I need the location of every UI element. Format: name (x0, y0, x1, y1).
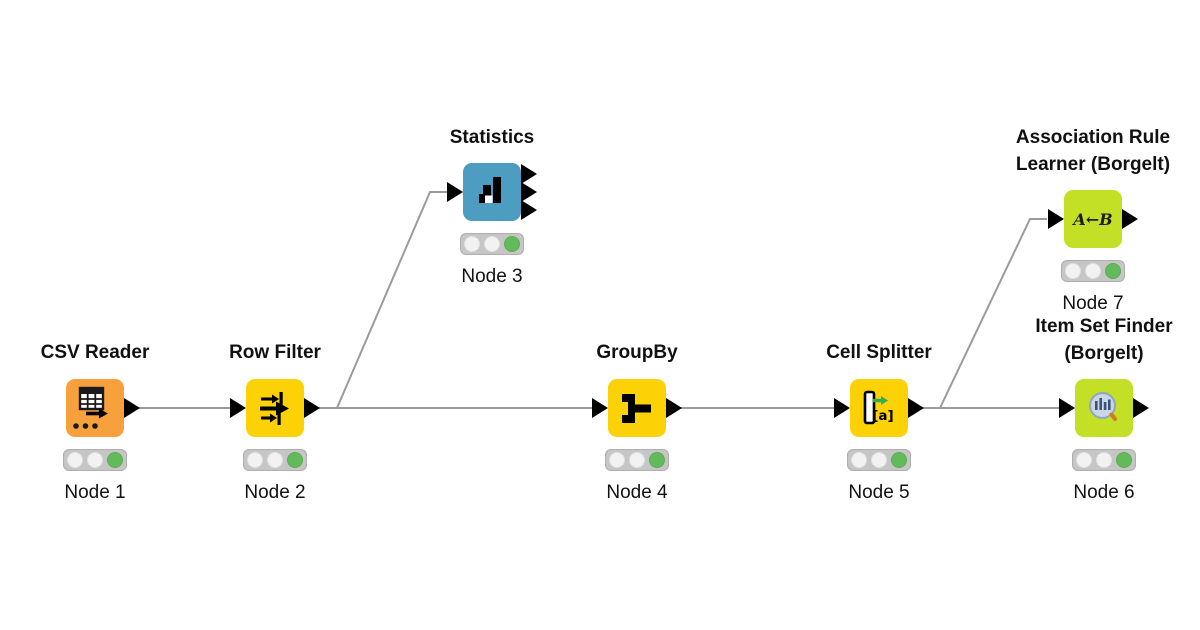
cell-splitter-icon-text: [a] (872, 408, 893, 424)
output-port[interactable] (1122, 209, 1138, 229)
status-dot-executed (649, 452, 665, 468)
node-annotation[interactable]: Node 3 (461, 266, 523, 287)
input-port[interactable] (230, 398, 246, 418)
status-traffic-light (1072, 449, 1136, 471)
status-dot-configured (87, 452, 103, 468)
node-title: Item Set Finder (Borgelt) (1035, 316, 1173, 364)
node-body[interactable] (592, 379, 682, 437)
node-title: CSV Reader (40, 342, 150, 363)
statistics-histogram-icon (479, 177, 501, 203)
status-dot-configured (267, 452, 283, 468)
node-body[interactable] (230, 379, 320, 437)
status-dot-executed (891, 452, 907, 468)
status-traffic-light (63, 449, 127, 471)
output-port[interactable] (124, 398, 140, 418)
input-port[interactable] (1059, 398, 1075, 418)
cell-splitter-icon: [a] (863, 390, 894, 425)
node-body[interactable] (1059, 379, 1149, 437)
node-body[interactable] (66, 379, 140, 437)
status-dot-configured (1096, 452, 1112, 468)
status-dot-idle (1076, 452, 1092, 468)
node-annotation[interactable]: Node 4 (606, 482, 668, 503)
node-body[interactable]: [a] (834, 379, 924, 437)
status-dot-idle (247, 452, 263, 468)
status-dot-idle (67, 452, 83, 468)
node-annotation[interactable]: Node 1 (64, 482, 126, 503)
output-port-2[interactable] (521, 182, 537, 202)
node-annotation[interactable]: Node 2 (244, 482, 306, 503)
status-traffic-light (605, 449, 669, 471)
node-annotation[interactable]: Node 6 (1073, 482, 1135, 503)
node-annotation[interactable]: Node 5 (848, 482, 910, 503)
status-dot-idle (1065, 263, 1081, 279)
status-dot-idle (464, 236, 480, 252)
node-title: GroupBy (596, 342, 678, 363)
output-port[interactable] (666, 398, 682, 418)
node-title: Statistics (449, 127, 535, 148)
row-filter-arrows-icon (260, 392, 289, 425)
input-port[interactable] (592, 398, 608, 418)
input-port[interactable] (834, 398, 850, 418)
node-body[interactable]: A←B (1048, 190, 1138, 248)
status-dot-configured (1085, 263, 1101, 279)
output-port-3[interactable] (521, 200, 537, 220)
status-dot-executed (287, 452, 303, 468)
node-title: Cell Splitter (826, 342, 932, 363)
status-dot-idle (851, 452, 867, 468)
edge-node2-node3[interactable] (314, 191, 449, 409)
status-dot-idle (609, 452, 625, 468)
input-port[interactable] (1048, 209, 1064, 229)
output-port[interactable] (908, 398, 924, 418)
input-port[interactable] (447, 182, 463, 202)
status-traffic-light (460, 233, 524, 255)
status-dot-executed (107, 452, 123, 468)
status-dot-executed (1116, 452, 1132, 468)
status-traffic-light (847, 449, 911, 471)
status-dot-executed (504, 236, 520, 252)
status-dot-configured (484, 236, 500, 252)
node-body[interactable] (447, 163, 537, 221)
output-port[interactable] (1133, 398, 1149, 418)
status-dot-configured (871, 452, 887, 468)
item-set-finder-magnifier-icon (1089, 392, 1117, 421)
association-rule-a-from-b-icon: A←B (1073, 209, 1113, 229)
groupby-bracket-icon (622, 394, 651, 423)
status-traffic-light (1061, 260, 1125, 282)
output-port-1[interactable] (521, 164, 537, 184)
node-annotation[interactable]: Node 7 (1062, 293, 1124, 314)
status-traffic-light (243, 449, 307, 471)
csv-reader-table-icon (73, 386, 108, 429)
status-dot-executed (1105, 263, 1121, 279)
output-port[interactable] (304, 398, 320, 418)
node-title: Association Rule Learner (Borgelt) (1015, 127, 1171, 175)
node-title: Row Filter (229, 342, 321, 363)
status-dot-configured (629, 452, 645, 468)
